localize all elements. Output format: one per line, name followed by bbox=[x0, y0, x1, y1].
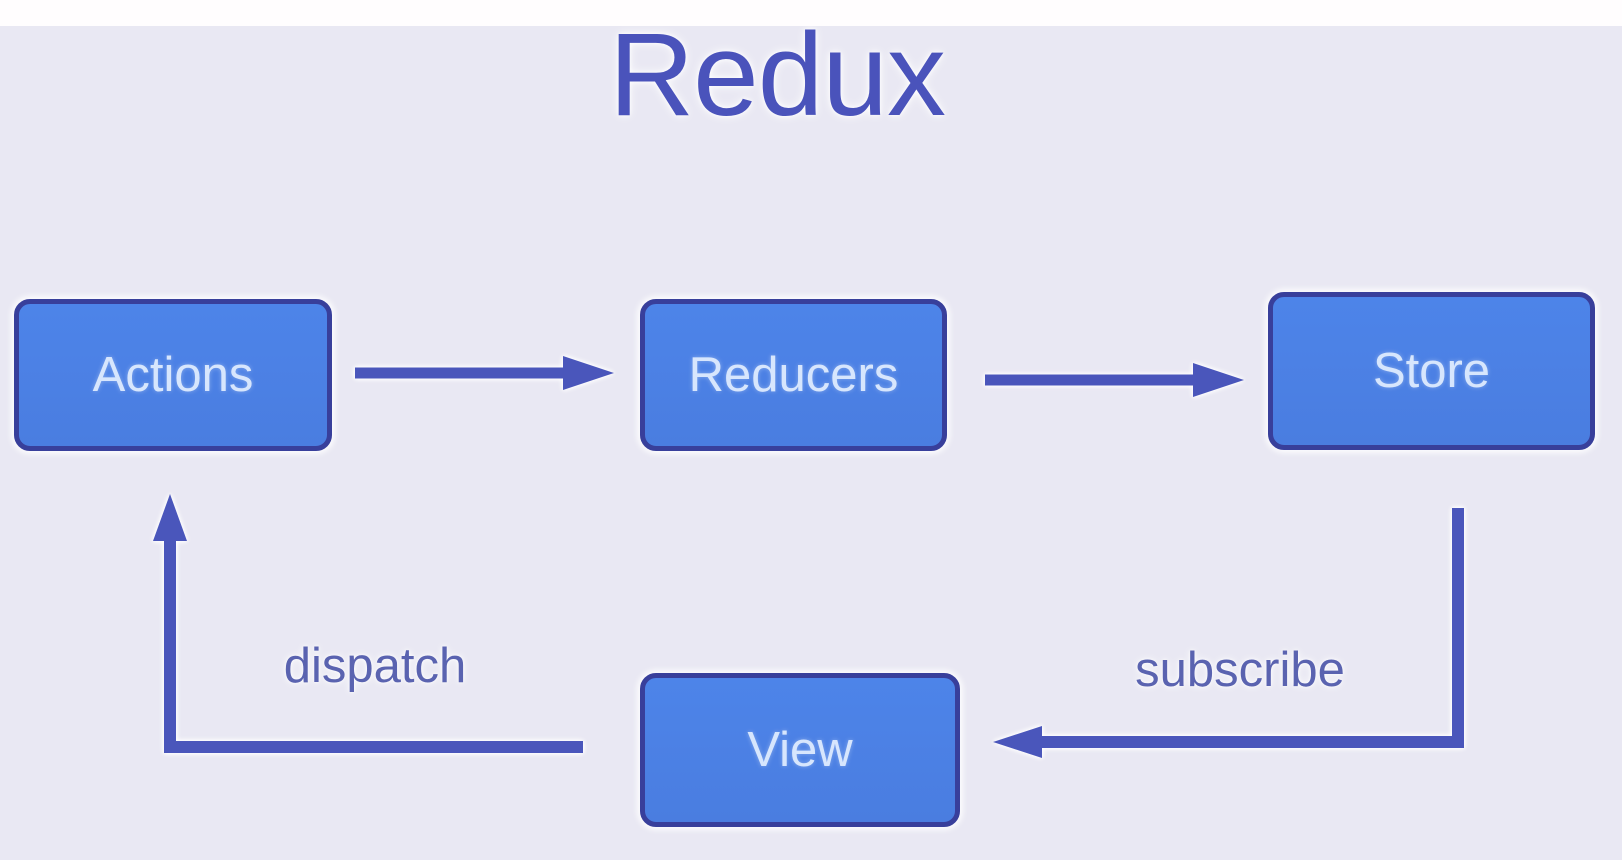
arrow-actions-to-reducers bbox=[355, 356, 614, 390]
top-white-strip bbox=[0, 0, 1622, 26]
arrow-view-to-actions-dispatch bbox=[153, 494, 583, 753]
node-view-label: View bbox=[747, 723, 853, 777]
node-store-label: Store bbox=[1372, 344, 1491, 398]
edge-label-dispatch: dispatch bbox=[283, 639, 467, 693]
node-store: Store bbox=[1268, 292, 1595, 450]
node-reducers: Reducers bbox=[640, 299, 947, 451]
arrow-store-to-view-subscribe bbox=[993, 508, 1464, 758]
page-title: Redux bbox=[608, 9, 946, 141]
node-reducers-label: Reducers bbox=[688, 348, 899, 402]
node-view: View bbox=[640, 673, 960, 827]
arrow-reducers-to-store bbox=[985, 363, 1244, 397]
node-actions: Actions bbox=[14, 299, 332, 451]
node-actions-label: Actions bbox=[92, 348, 254, 402]
edge-label-subscribe: subscribe bbox=[1135, 643, 1345, 697]
